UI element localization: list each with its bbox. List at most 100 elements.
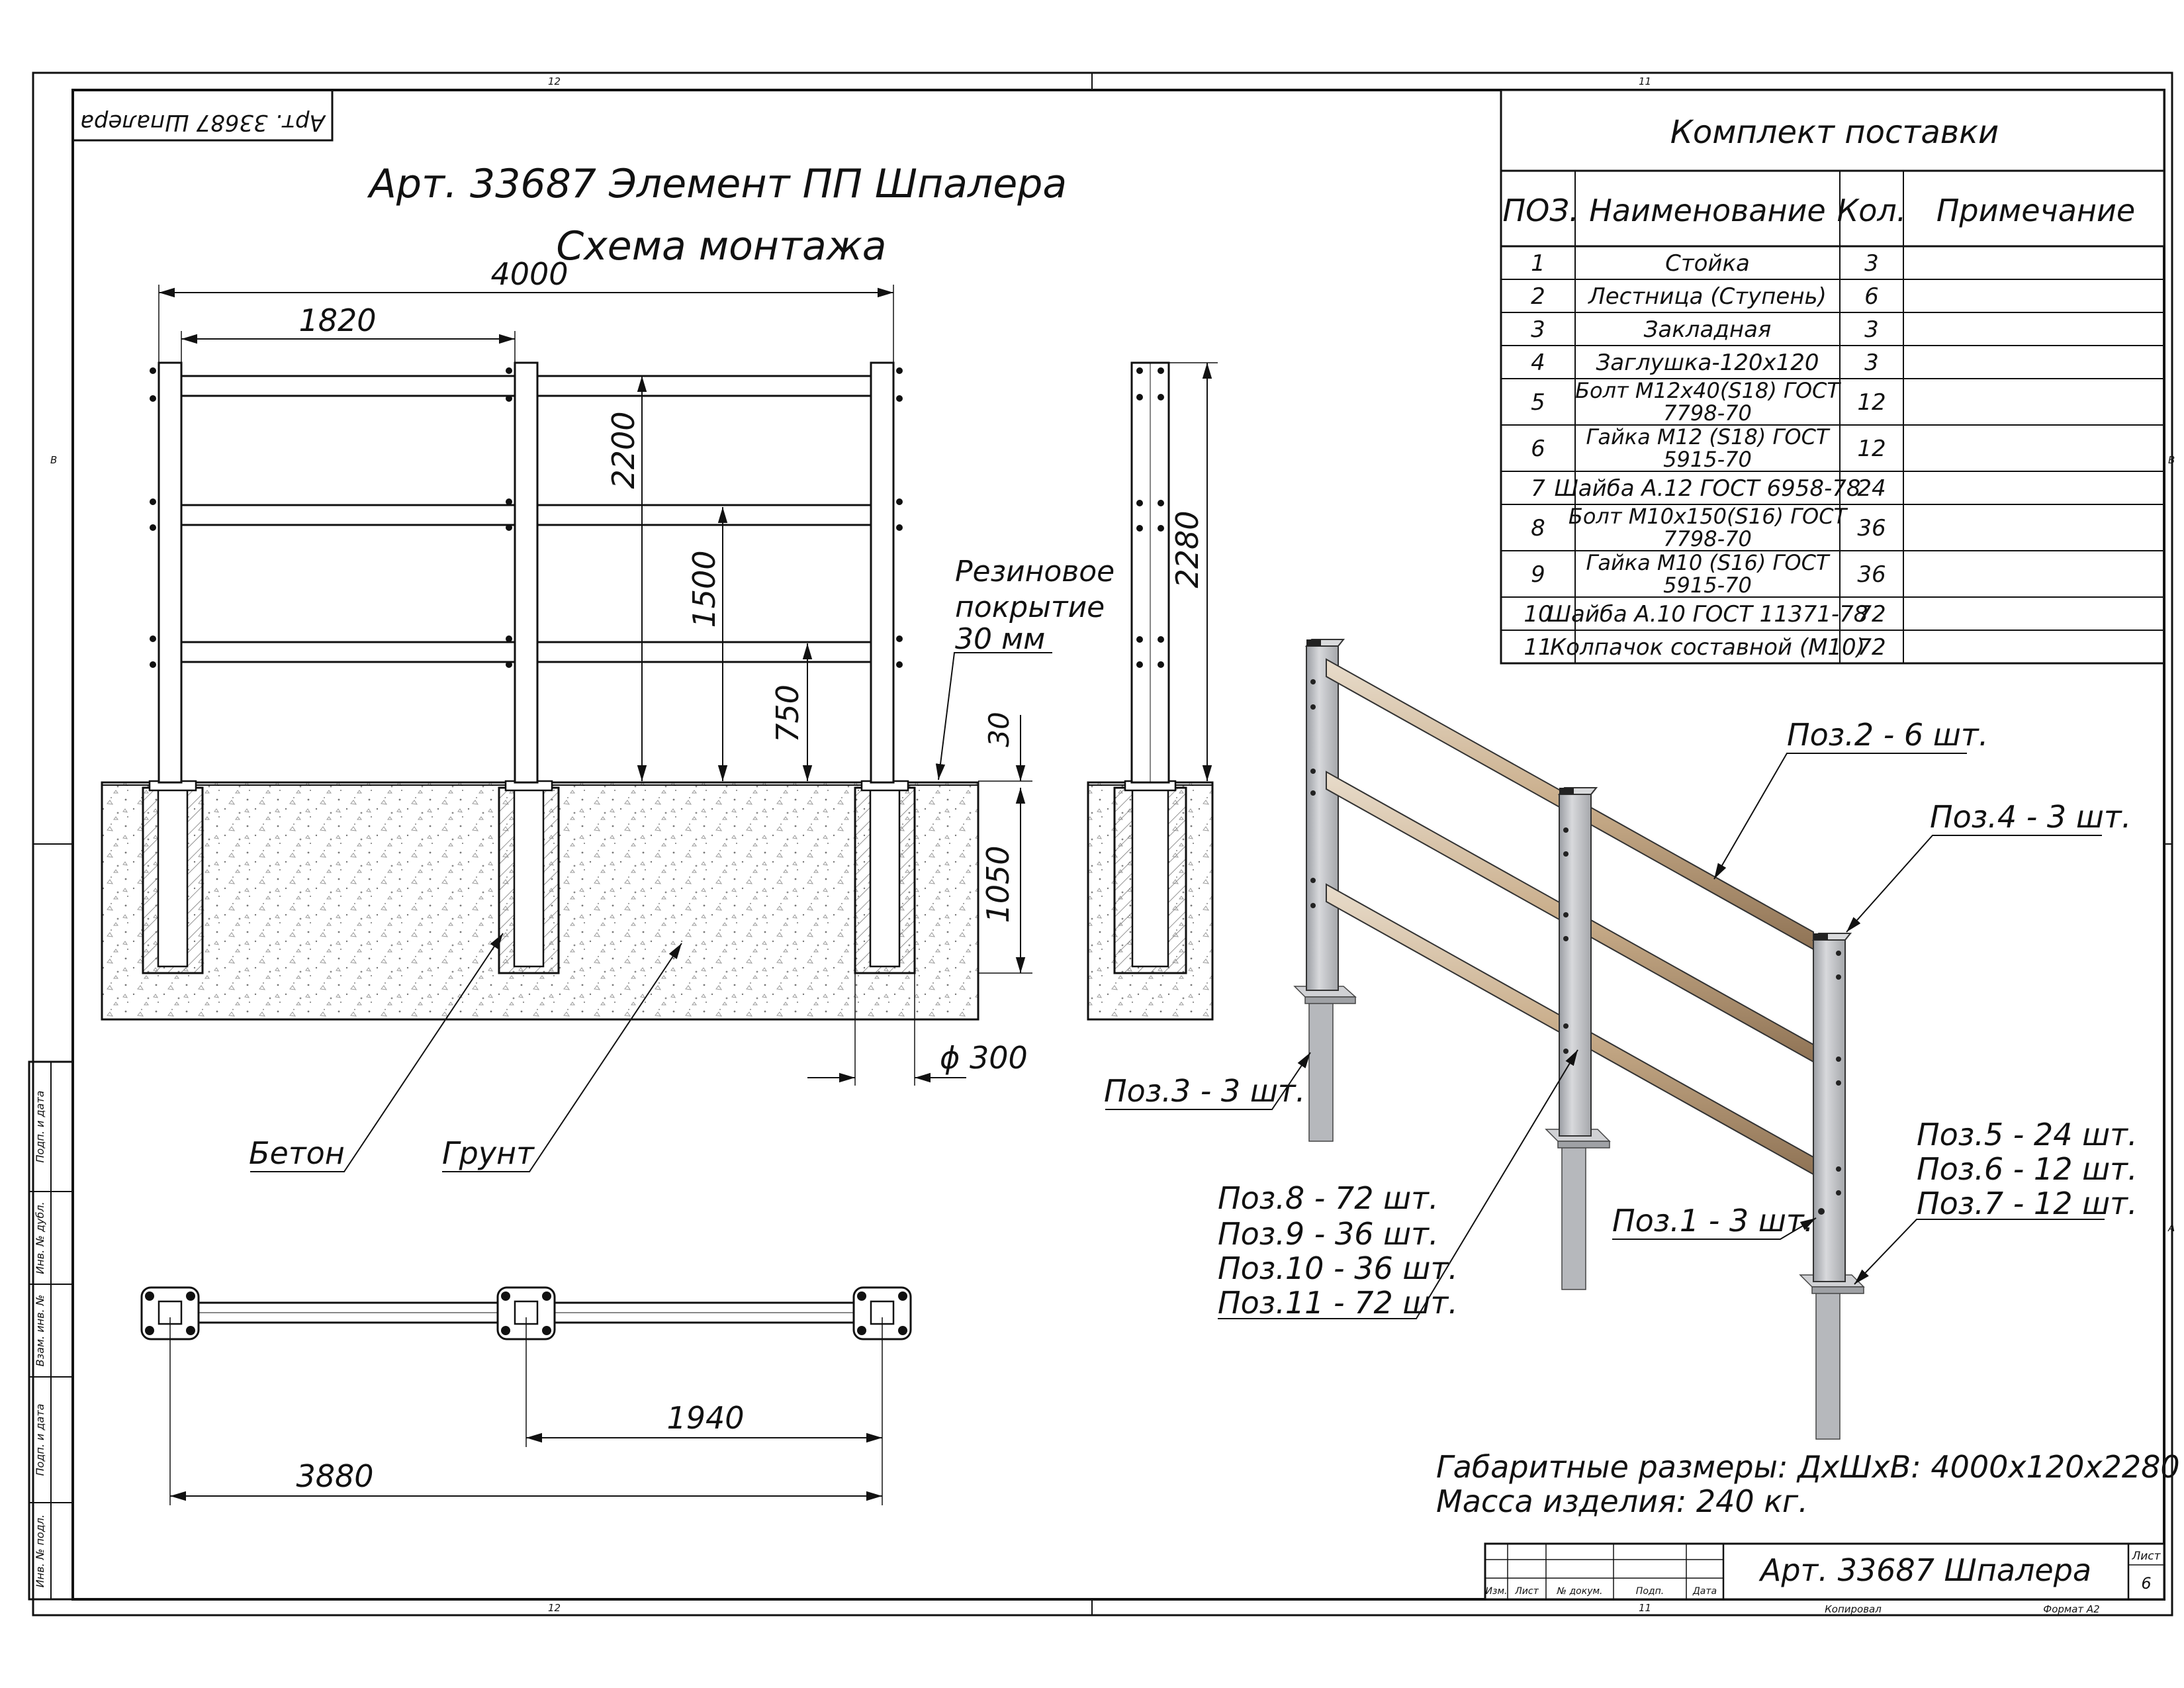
zone-right-v: В [2168, 454, 2175, 466]
callout-poz1: Поз.1 - 3 шт. [1612, 1203, 1813, 1239]
bom-cell-pos: 9 [1531, 561, 1545, 588]
tb-sheet-no: 6 [2141, 1574, 2151, 1593]
bom-cell-qty: 72 [1857, 634, 1886, 661]
bom-cell-qty: 3 [1864, 250, 1879, 277]
tb-col-izm: Изм. [1486, 1586, 1508, 1597]
callout-poz6: Поз.6 - 12 шт. [1917, 1151, 2138, 1187]
isometric-view [1293, 639, 1865, 1440]
plan-view: 1940 3880 [140, 1286, 912, 1505]
stamp-label-3: Взам. инв. № [34, 1295, 46, 1367]
tb-name: Арт. 33687 Шпалера [1758, 1552, 2091, 1588]
dim-1820: 1820 [298, 303, 376, 338]
bom-cell-pos: 11 [1524, 634, 1552, 661]
title-block: Изм. Лист № докум. Подп. Дата Арт. 33687… [1484, 1542, 2165, 1615]
tb-sheet-label: Лист [2131, 1550, 2161, 1563]
iso-post-1 [1293, 639, 1357, 1142]
callout-poz4: Поз.4 - 3 шт. [1930, 799, 2131, 835]
bom-cell-qty: 72 [1857, 601, 1886, 628]
label-soil: Грунт [442, 1135, 535, 1171]
zone-right-a: А [2167, 1222, 2175, 1234]
stamp-label-4: Подп. и дата [34, 1404, 46, 1476]
copied-label: Копировал [1825, 1603, 1882, 1615]
bom-cell-qty: 12 [1857, 436, 1886, 462]
dim-4000: 4000 [490, 256, 568, 292]
dim-300: ϕ 300 [940, 1040, 1028, 1076]
front-post-3 [870, 361, 895, 784]
bom-header-name: Наименование [1589, 193, 1825, 228]
rubber-note-line1: Резиновое [955, 555, 1115, 588]
dim-1050: 1050 [980, 845, 1016, 923]
dim-2280: 2280 [1169, 510, 1205, 588]
bom-cell-name: Колпачок составной (М10) [1550, 634, 1865, 661]
callouts: Поз.2 - 6 шт. Поз.4 - 3 шт. Поз.3 - 3 шт… [1104, 717, 2138, 1321]
bom-cell-pos: 4 [1531, 350, 1545, 376]
plan-post-1 [140, 1286, 200, 1340]
bom-cell-qty: 24 [1857, 475, 1886, 502]
bom-cell-name: Болт М12х40(S18) ГОСТ [1575, 378, 1841, 403]
left-stamp-column: Подп. и дата Инв. № дубл. Взам. инв. № П… [28, 1060, 74, 1601]
sheet-frame: 12 11 12 11 В В А [32, 71, 2175, 1617]
side-elevation: 2280 [1087, 361, 1218, 1021]
bom-cell-name: Гайка М10 (S16) ГОСТ [1586, 550, 1831, 575]
front-post-2 [514, 361, 539, 784]
label-concrete: Бетон [249, 1135, 345, 1171]
rubber-note-line2: покрытие [955, 590, 1105, 624]
bom-cell-pos: 7 [1531, 475, 1545, 502]
drawing-title: Арт. 33687 Элемент ПП Шпалера [367, 161, 1067, 207]
bom-cell-name: Гайка М12 (S18) ГОСТ [1586, 424, 1831, 449]
bom-cell-name-line2: 7798-70 [1663, 526, 1752, 551]
bom-header-qty: Кол. [1837, 193, 1907, 228]
callout-poz2: Поз.2 - 6 шт. [1787, 717, 1988, 753]
bom-cell-name: Стойка [1665, 250, 1750, 277]
bom-cell-name: Закладная [1644, 316, 1772, 343]
zone-left-v: В [50, 454, 57, 466]
callout-poz8: Поз.8 - 72 шт. [1218, 1180, 1439, 1216]
bom-cell-qty: 6 [1864, 283, 1879, 310]
drawing-subtitle: Схема монтажа [556, 223, 886, 269]
bom-cell-pos: 10 [1524, 601, 1552, 628]
front-post-1 [158, 361, 183, 784]
tb-col-date: Дата [1692, 1586, 1717, 1597]
format-label: Формат А2 [2043, 1603, 2099, 1615]
callout-poz3: Поз.3 - 3 шт. [1104, 1073, 1305, 1109]
bom-cell-name-line2: 5915-70 [1663, 573, 1752, 598]
bom-cell-qty: 3 [1864, 316, 1879, 343]
product-mass: Масса изделия: 240 кг. [1436, 1483, 1808, 1519]
bom-cell-pos: 8 [1531, 515, 1545, 541]
mirrored-stamp-text: Арт. 33687 Шпалера [80, 109, 326, 136]
tb-col-list: Лист [1514, 1586, 1539, 1597]
bom-title: Комплект поставки [1670, 114, 1999, 151]
dim-1500: 1500 [686, 550, 722, 628]
callout-poz5: Поз.5 - 24 шт. [1917, 1117, 2138, 1152]
callout-poz9: Поз.9 - 36 шт. [1218, 1216, 1439, 1252]
bom-cell-qty: 3 [1864, 350, 1879, 376]
zone-top-11: 11 [1639, 75, 1651, 87]
bom-header-pos: ПОЗ. [1503, 193, 1579, 228]
bom-cell-qty: 12 [1857, 389, 1886, 416]
bom-cell-qty: 36 [1857, 561, 1886, 588]
bom-cell-name-line2: 5915-70 [1663, 447, 1752, 472]
dim-750: 750 [770, 684, 805, 743]
bom-cell-pos: 5 [1531, 389, 1545, 416]
zone-top-12: 12 [548, 75, 561, 87]
dim-3880: 3880 [296, 1458, 373, 1494]
stamp-label-5: Инв. № подл. [34, 1515, 46, 1587]
iso-post-3 [1799, 933, 1865, 1440]
overall-dimensions: Габаритные размеры: ДхШхВ: 4000х120х2280… [1436, 1449, 2184, 1485]
mirrored-stamp: Арт. 33687 Шпалера [71, 89, 334, 142]
tb-col-doc: № докум. [1556, 1586, 1602, 1597]
dim-2200: 2200 [606, 411, 641, 489]
tb-col-sign: Подп. [1636, 1586, 1664, 1597]
dim-30: 30 [983, 712, 1015, 747]
bom-cell-name: Лестница (Ступень) [1587, 283, 1827, 310]
stamp-label-1: Подп. и дата [34, 1091, 46, 1163]
bom-cell-qty: 36 [1857, 515, 1886, 541]
rubber-note-line3: 30 мм [955, 622, 1045, 656]
bom-cell-name: Болт М10х150(S16) ГОСТ [1569, 504, 1848, 529]
stamp-label-2: Инв. № дубл. [34, 1201, 46, 1274]
front-elevation: 4000 1820 2200 1500 750 30 1050 ϕ 300 Ре… [101, 256, 1115, 1172]
bom-cell-name: Шайба А.12 ГОСТ 6958-78 [1554, 475, 1860, 502]
bom-header-note: Примечание [1936, 193, 2135, 228]
